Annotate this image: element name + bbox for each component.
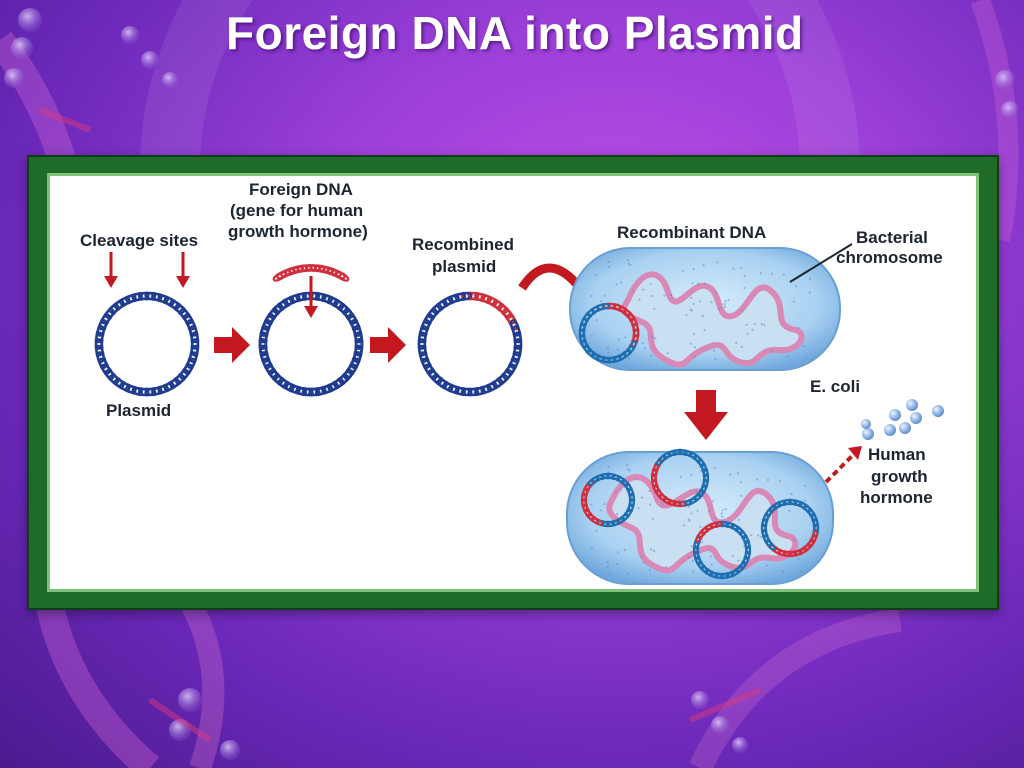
recombined-label-line2: plasmid bbox=[432, 257, 496, 276]
hgh-label-line2: growth bbox=[871, 467, 928, 486]
plasmid-ring bbox=[94, 291, 200, 397]
cleavage-arrow-left bbox=[104, 252, 118, 288]
hormone-molecules bbox=[861, 399, 944, 440]
hgh-label-line1: Human bbox=[868, 445, 926, 464]
plasmid-copy-4 bbox=[760, 498, 820, 558]
chromosome-pointer-line bbox=[789, 243, 853, 283]
plasmid-label: Plasmid bbox=[106, 401, 171, 420]
step-arrow-2 bbox=[370, 327, 406, 363]
bacterial-label-line2: chromosome bbox=[836, 248, 943, 267]
cleavage-arrow-right bbox=[176, 252, 190, 288]
plasmid-copy-3 bbox=[692, 520, 752, 580]
down-arrow bbox=[684, 390, 728, 440]
recombined-label-line1: Recombined bbox=[412, 235, 514, 254]
ecoli-label: E. coli bbox=[810, 377, 860, 396]
cut-plasmid-ring bbox=[258, 291, 364, 397]
curved-arrow-into-cell bbox=[518, 263, 584, 291]
slide-title: Foreign DNA into Plasmid bbox=[226, 7, 804, 59]
cleavage-sites-label: Cleavage sites bbox=[80, 231, 198, 250]
plasmid-copy-1 bbox=[580, 472, 636, 528]
foreign-dna-fragment bbox=[272, 264, 350, 282]
bacterial-label-line1: Bacterial bbox=[856, 228, 928, 247]
recombinant-plasmid-in-cell bbox=[578, 302, 640, 364]
hgh-label-line3: hormone bbox=[860, 488, 933, 507]
plasmid-copy-2 bbox=[650, 448, 710, 508]
secretion-arrow bbox=[824, 446, 862, 484]
insert-arrow bbox=[304, 276, 318, 318]
foreign-dna-label-line3: growth hormone) bbox=[228, 222, 368, 241]
recombinant-dna-label: Recombinant DNA bbox=[617, 223, 766, 242]
recombined-plasmid-ring bbox=[417, 291, 523, 397]
foreign-dna-label-line2: (gene for human bbox=[230, 201, 363, 220]
foreign-dna-label-line1: Foreign DNA bbox=[249, 180, 353, 199]
step-arrow-1 bbox=[214, 327, 250, 363]
